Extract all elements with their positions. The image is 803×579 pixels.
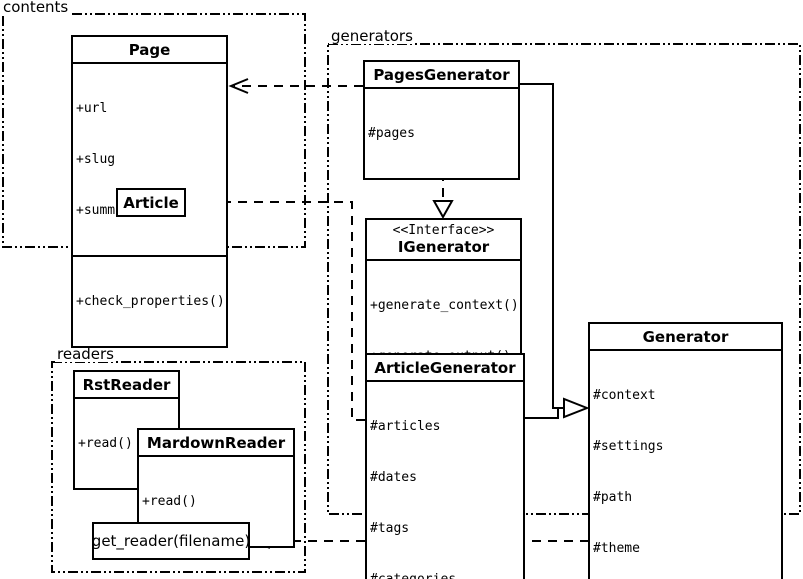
class-articlegenerator-attributes: #articles #dates #tags #categories bbox=[367, 382, 523, 579]
generalization-pagesgenerator-to-generator bbox=[520, 83, 564, 409]
class-article-name: Article bbox=[123, 193, 179, 212]
class-page-methods: +check_properties() bbox=[73, 255, 226, 346]
attribute: +slug bbox=[76, 152, 116, 167]
class-generator: Generator #context #settings #path #them… bbox=[588, 322, 783, 579]
class-pagesgenerator: PagesGenerator #pages bbox=[363, 60, 520, 180]
class-pagesgenerator-name: PagesGenerator bbox=[365, 62, 518, 89]
method: +generate_context() bbox=[370, 298, 519, 313]
package-border-readers bbox=[51, 361, 306, 573]
function-get-reader: get_reader(filename) bbox=[92, 522, 250, 560]
attribute: #theme bbox=[593, 541, 640, 556]
package-label-readers: readers bbox=[55, 345, 116, 363]
class-igenerator-stereotype: <<Interface>> bbox=[392, 223, 495, 238]
class-articlegenerator: ArticleGenerator #articles #dates #tags … bbox=[365, 353, 525, 579]
attribute: #path bbox=[593, 490, 633, 505]
method: +read() bbox=[142, 494, 197, 509]
class-rstreader-name: RstReader bbox=[75, 372, 178, 399]
dependency-pagesgenerator-to-page bbox=[228, 78, 363, 94]
function-get-reader-label: get_reader(filename) bbox=[91, 532, 251, 550]
attribute: #dates bbox=[370, 470, 417, 485]
class-igenerator-name: IGenerator bbox=[367, 238, 520, 261]
class-articlegenerator-name: ArticleGenerator bbox=[367, 355, 523, 382]
attribute: #articles bbox=[370, 419, 441, 434]
class-page-attributes: +url +slug +summary bbox=[73, 64, 226, 255]
class-pagesgenerator-attributes: #pages bbox=[365, 89, 518, 178]
attribute: #settings bbox=[593, 439, 664, 454]
generalization-articlegenerator-to-generator bbox=[525, 397, 590, 419]
method: +check_properties() bbox=[76, 294, 225, 309]
attribute: #categories bbox=[370, 571, 520, 579]
package-label-contents: contents bbox=[1, 0, 71, 16]
class-article: Article bbox=[116, 188, 186, 217]
package-border-generators bbox=[327, 43, 801, 515]
attribute: #tags bbox=[370, 521, 410, 536]
class-mardownreader-methods: +read() bbox=[139, 457, 293, 546]
class-generator-attributes: #context #settings #path #theme #output_… bbox=[590, 351, 781, 579]
attribute: +url bbox=[76, 101, 108, 116]
attribute: #pages bbox=[368, 126, 415, 141]
class-generator-name: Generator bbox=[590, 324, 781, 351]
class-rstreader-methods: +read() bbox=[75, 399, 178, 488]
method: +read() bbox=[78, 436, 133, 451]
class-page: Page +url +slug +summary +check_properti… bbox=[71, 35, 228, 348]
class-mardownreader-name: MardownReader bbox=[139, 430, 293, 457]
attribute: #context bbox=[593, 388, 656, 403]
realization-pagesgenerator-to-igenerator bbox=[432, 108, 454, 220]
package-label-generators: generators bbox=[329, 27, 415, 45]
class-page-name: Page bbox=[73, 37, 226, 64]
